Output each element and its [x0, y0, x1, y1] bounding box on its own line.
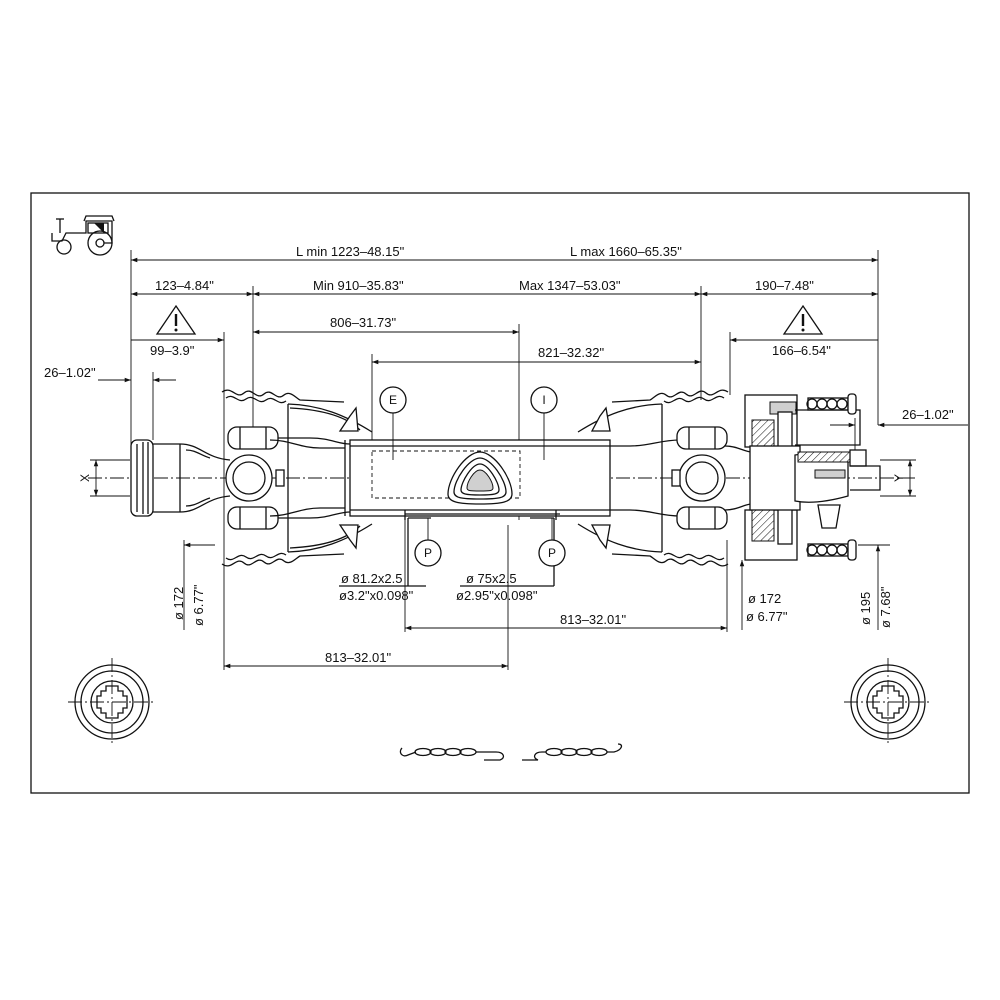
left-universal-joint [225, 426, 351, 530]
dim-inner-tube-profile-in: ø2.95"x0.098" [456, 588, 538, 603]
tractor-icon [51, 215, 115, 256]
outer-tube-marker-label: E [389, 393, 397, 407]
spline-hub-icon [68, 658, 156, 746]
dim-overlap-left: 813–32.01" [325, 650, 391, 665]
dim-min-len: Min 910–35.83" [313, 278, 404, 293]
dim-overlap-right: 813–32.01" [560, 612, 626, 627]
profile-marker-right-label: P [548, 546, 556, 560]
friction-clutch [744, 393, 881, 561]
outer-tube-marker [379, 386, 407, 414]
dim-end-left: 26–1.02" [44, 365, 96, 380]
dim-l-max: L max 1660–65.35" [570, 244, 682, 259]
dimension-lines-top [98, 250, 968, 670]
profile-marker-left-label: P [424, 546, 432, 560]
dim-guard-right: 166–6.54" [772, 343, 831, 358]
spline-hub-icon [844, 658, 932, 746]
dim-outer-tube-profile: ø 81.2x2.5 [341, 571, 402, 586]
drawing-frame [30, 192, 970, 794]
safety-chain-icon [522, 743, 623, 761]
dim-right-yoke: 190–7.48" [755, 278, 814, 293]
dim-clutch-dia-mm: ø 195 [858, 592, 873, 625]
tube-profile-section [447, 451, 513, 505]
dim-inner-tube-len: 821–32.32" [538, 345, 604, 360]
warning-icon [155, 304, 197, 335]
safety-chain-icon [399, 747, 505, 761]
end-right-marker-label: Y [892, 474, 906, 482]
dim-outer-tube-len: 806–31.73" [330, 315, 396, 330]
end-left-marker-label: X [78, 474, 92, 482]
inner-tube-marker-label: I [542, 393, 545, 407]
dim-end-right: 26–1.02" [902, 407, 954, 422]
dim-left-yoke: 123–4.84" [155, 278, 214, 293]
right-guard-bellows [577, 389, 729, 567]
dim-guard-left: 99–3.9" [150, 343, 195, 358]
dim-inner-tube-profile: ø 75x2.5 [466, 571, 517, 586]
dim-joint-dia-right-mm: ø 172 [748, 591, 781, 606]
profile-marker-right [538, 539, 566, 567]
dim-clutch-dia-in: ø 7.68" [878, 586, 893, 628]
left-tractor-yoke [130, 439, 231, 517]
dimension-lines-bottom [183, 517, 890, 670]
inner-tube-marker [530, 386, 558, 414]
dim-joint-dia-left-mm: ø 172 [171, 587, 186, 620]
warning-icon [782, 304, 824, 335]
dim-joint-dia-left-in: ø 6.77" [191, 584, 206, 626]
dim-max-len: Max 1347–53.03" [519, 278, 621, 293]
profile-marker-left [414, 539, 442, 567]
dim-outer-tube-profile-in: ø3.2"x0.098" [339, 588, 414, 603]
left-guard-bellows [221, 389, 373, 567]
dim-joint-dia-right-in: ø 6.77" [746, 609, 788, 624]
dim-l-min: L min 1223–48.15" [296, 244, 405, 259]
right-universal-joint [610, 426, 753, 530]
